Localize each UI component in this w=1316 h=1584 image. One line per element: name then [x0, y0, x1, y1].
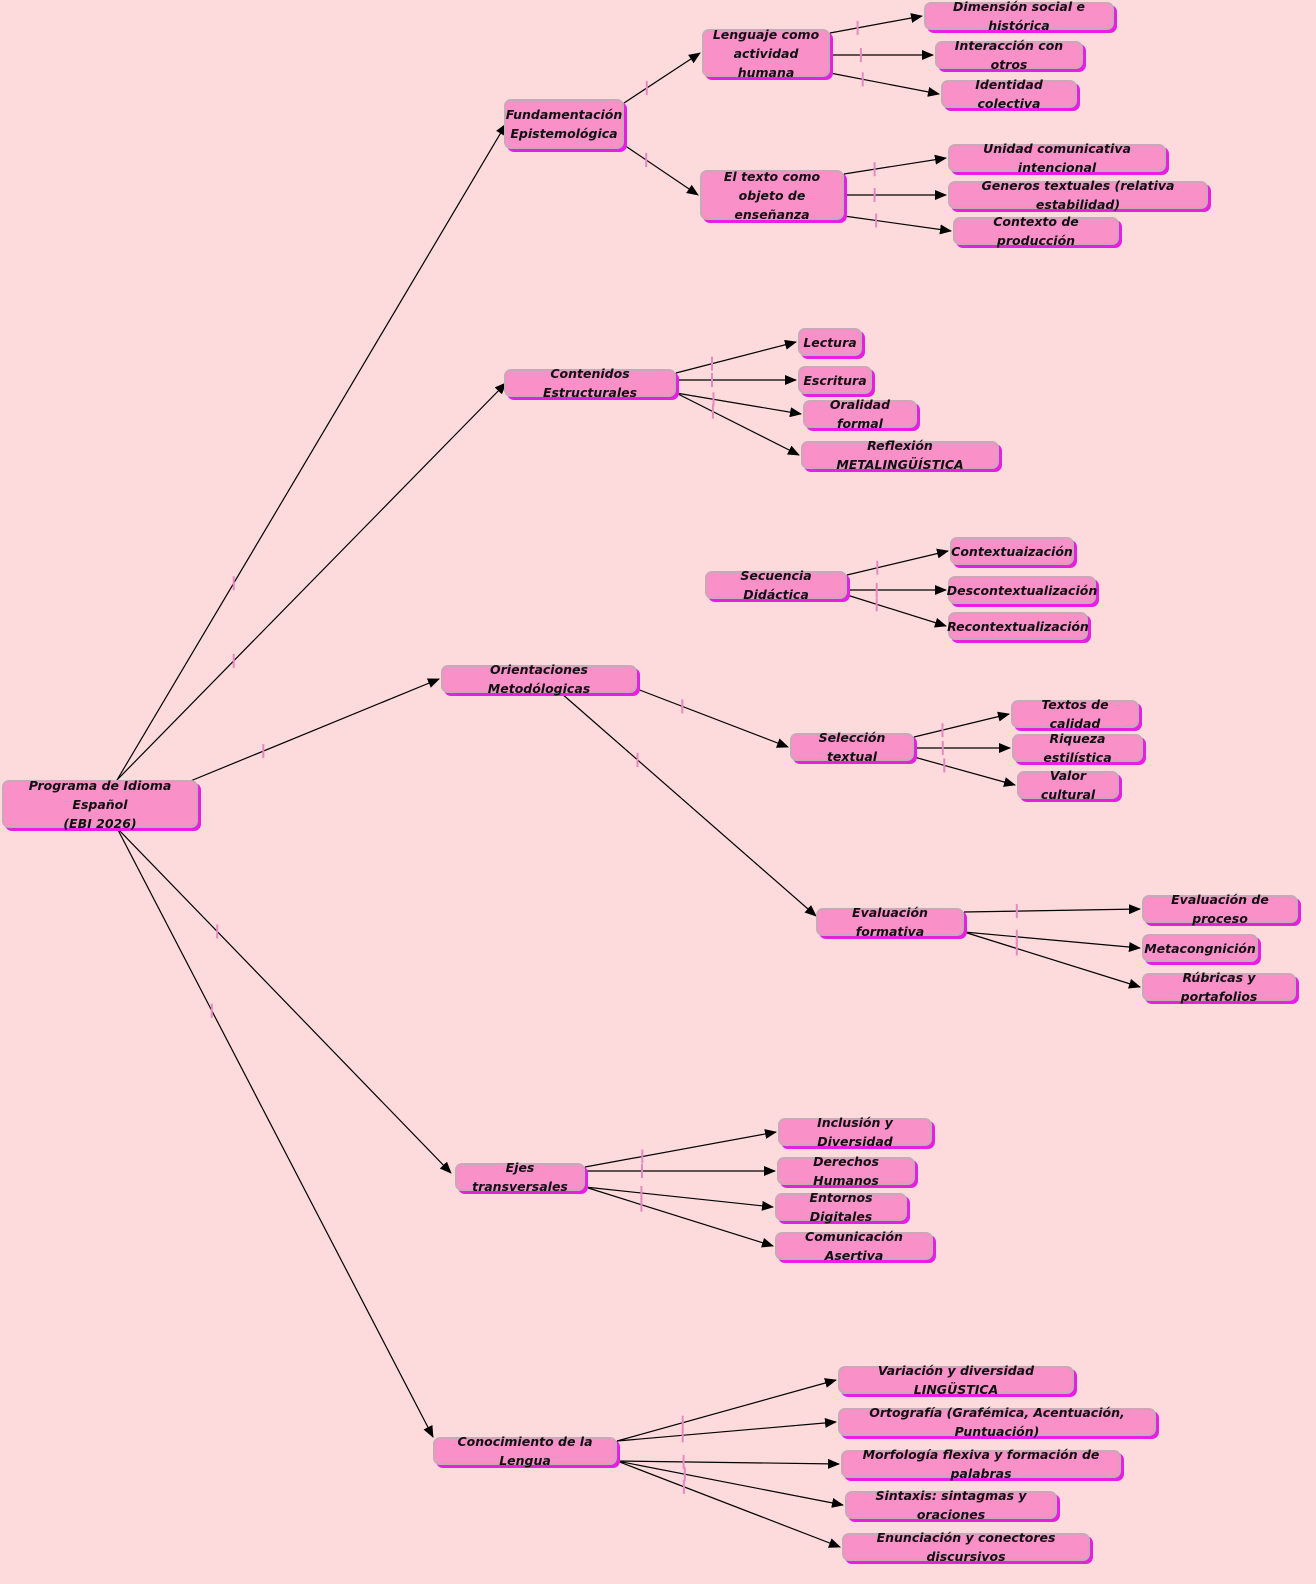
edge-evalform-evalproc: [963, 904, 1141, 915]
edge-contenidos-lectura: [675, 339, 797, 374]
node-unidad[interactable]: Unidad comunicativa intencional: [948, 141, 1166, 175]
node-ejes[interactable]: Ejes transversales: [455, 1160, 585, 1194]
edge-secuencia-recont: [846, 594, 947, 628]
edge-texto-unidad: [843, 154, 947, 175]
node-inter[interactable]: Interacción con otros: [935, 38, 1083, 72]
node-morfologia[interactable]: Morfología flexiva y formación de palabr…: [841, 1447, 1121, 1481]
node-escritura[interactable]: Escritura: [798, 366, 872, 394]
node-ortografia[interactable]: Ortografía (Grafémica, Acentuación, Punt…: [838, 1405, 1156, 1439]
node-reflexion[interactable]: Reflexión METALINGÜÍSTICA: [801, 438, 999, 472]
edge-root-conoc: [116, 827, 434, 1438]
edge-fund-texto: [623, 144, 699, 196]
node-root[interactable]: Programa de Idioma Español (EBI 2026): [2, 778, 198, 831]
node-sintaxis[interactable]: Sintaxis: sintagmas y oraciones: [845, 1488, 1057, 1522]
node-textos[interactable]: Textos de calidad: [1011, 697, 1139, 731]
edge-seleccion-valor: [913, 756, 1016, 787]
node-enunciacion[interactable]: Enunciación y conectores discursivos: [842, 1530, 1090, 1564]
edge-orient-evalform: [560, 692, 817, 917]
node-riqueza[interactable]: Riqueza estilística: [1012, 731, 1143, 765]
edge-conoc-enunciacion: [616, 1460, 841, 1548]
edge-ejes-entornos: [584, 1186, 774, 1211]
node-recont[interactable]: Recontextualización: [947, 612, 1089, 640]
node-evalproc[interactable]: Evaluación de proceso: [1142, 892, 1298, 926]
node-derechos[interactable]: Derechos Humanos: [777, 1154, 915, 1188]
node-generos[interactable]: Generos textuales (relativa estabilidad): [948, 178, 1208, 212]
edge-conoc-ortografia: [616, 1417, 837, 1442]
edge-contenidos-oralidad: [675, 392, 802, 418]
edge-orient-seleccion: [636, 688, 789, 748]
node-conoc[interactable]: Conocimiento de la Lengua: [433, 1434, 617, 1468]
node-contextua[interactable]: Contextuaización: [950, 537, 1074, 565]
node-comunic[interactable]: Comunicación Asertiva: [775, 1229, 933, 1263]
node-rubricas[interactable]: Rúbricas y portafolios: [1142, 970, 1296, 1004]
node-valor[interactable]: Valor cultural: [1017, 768, 1119, 802]
node-lectura[interactable]: Lectura: [798, 328, 862, 356]
node-entornos[interactable]: Entornos Digitales: [775, 1190, 907, 1224]
edge-conoc-variacion: [616, 1378, 837, 1442]
node-secuencia[interactable]: Secuencia Didáctica: [705, 568, 847, 602]
edge-contenidos-reflexion: [675, 392, 800, 456]
edge-root-fund: [116, 123, 507, 781]
node-seleccion[interactable]: Selección textual: [790, 730, 914, 764]
node-texto[interactable]: El texto como objeto de enseñanza: [700, 169, 844, 222]
edge-ejes-comunic: [584, 1186, 774, 1248]
node-descont[interactable]: Descontextualización: [947, 576, 1097, 604]
edge-evalform-rubricas: [963, 931, 1141, 989]
node-contexto[interactable]: Contexto de producción: [953, 214, 1119, 248]
node-meta[interactable]: Metacongnición: [1142, 934, 1258, 962]
edge-lenguaje-dim: [829, 13, 923, 34]
edge-conoc-morfologia: [616, 1458, 840, 1469]
node-fund[interactable]: Fundamentación Epistemológica: [504, 99, 624, 149]
node-orient[interactable]: Orientaciones Metodólogicas: [441, 662, 637, 696]
node-dim[interactable]: Dimensión social e histórica: [924, 0, 1114, 33]
edge-root-contenidos: [116, 382, 507, 781]
edge-evalform-meta: [963, 931, 1141, 952]
node-ident[interactable]: Identidad colectiva: [941, 77, 1077, 111]
node-lenguaje[interactable]: Lenguaje como actividad humana: [702, 27, 830, 80]
edge-seleccion-textos: [913, 711, 1010, 738]
edge-conoc-sintaxis: [616, 1460, 844, 1508]
node-inclusion[interactable]: Inclusión y Diversidad: [778, 1115, 932, 1149]
node-oralidad[interactable]: Oralidad formal: [803, 397, 917, 431]
edge-secuencia-contextua: [846, 548, 949, 576]
edge-root-ejes: [116, 827, 452, 1174]
edge-texto-contexto: [843, 215, 952, 235]
node-variacion[interactable]: Variación y diversidad LINGÜSTICA: [838, 1363, 1074, 1397]
edge-lenguaje-ident: [829, 72, 940, 97]
edge-fund-lenguaje: [623, 52, 701, 104]
node-evalform[interactable]: Evaluación formativa: [816, 905, 964, 939]
edge-ejes-inclusion: [584, 1129, 777, 1168]
node-contenidos[interactable]: Contenidos Estructurales: [504, 366, 676, 400]
edge-root-orient: [187, 678, 440, 783]
